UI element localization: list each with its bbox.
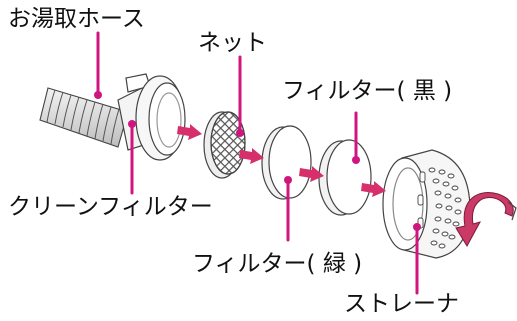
label-net: ネット <box>198 30 267 56</box>
label-filter-green: フィルター( 緑 ) <box>192 251 363 277</box>
label-hose: お湯取ホース <box>8 6 145 32</box>
right-arrow-icon <box>361 181 386 197</box>
leader-lines <box>94 31 421 295</box>
filter-green-part <box>261 125 312 200</box>
right-arrow-icon <box>177 124 202 140</box>
hose <box>39 87 129 148</box>
flow-arrows <box>177 124 386 197</box>
right-arrow-icon <box>239 148 264 164</box>
clean-filter-part <box>117 73 186 161</box>
net-part <box>203 111 246 179</box>
strainer-part <box>382 149 471 259</box>
right-arrow-icon <box>299 166 324 182</box>
label-strainer: ストレーナ <box>344 291 459 317</box>
label-filter-black: フィルター( 黒 ) <box>282 78 453 104</box>
filter-black-part <box>318 139 372 216</box>
label-clean-filter: クリーンフィルター <box>8 194 213 220</box>
curved-rotate-arrow-icon <box>455 192 517 248</box>
